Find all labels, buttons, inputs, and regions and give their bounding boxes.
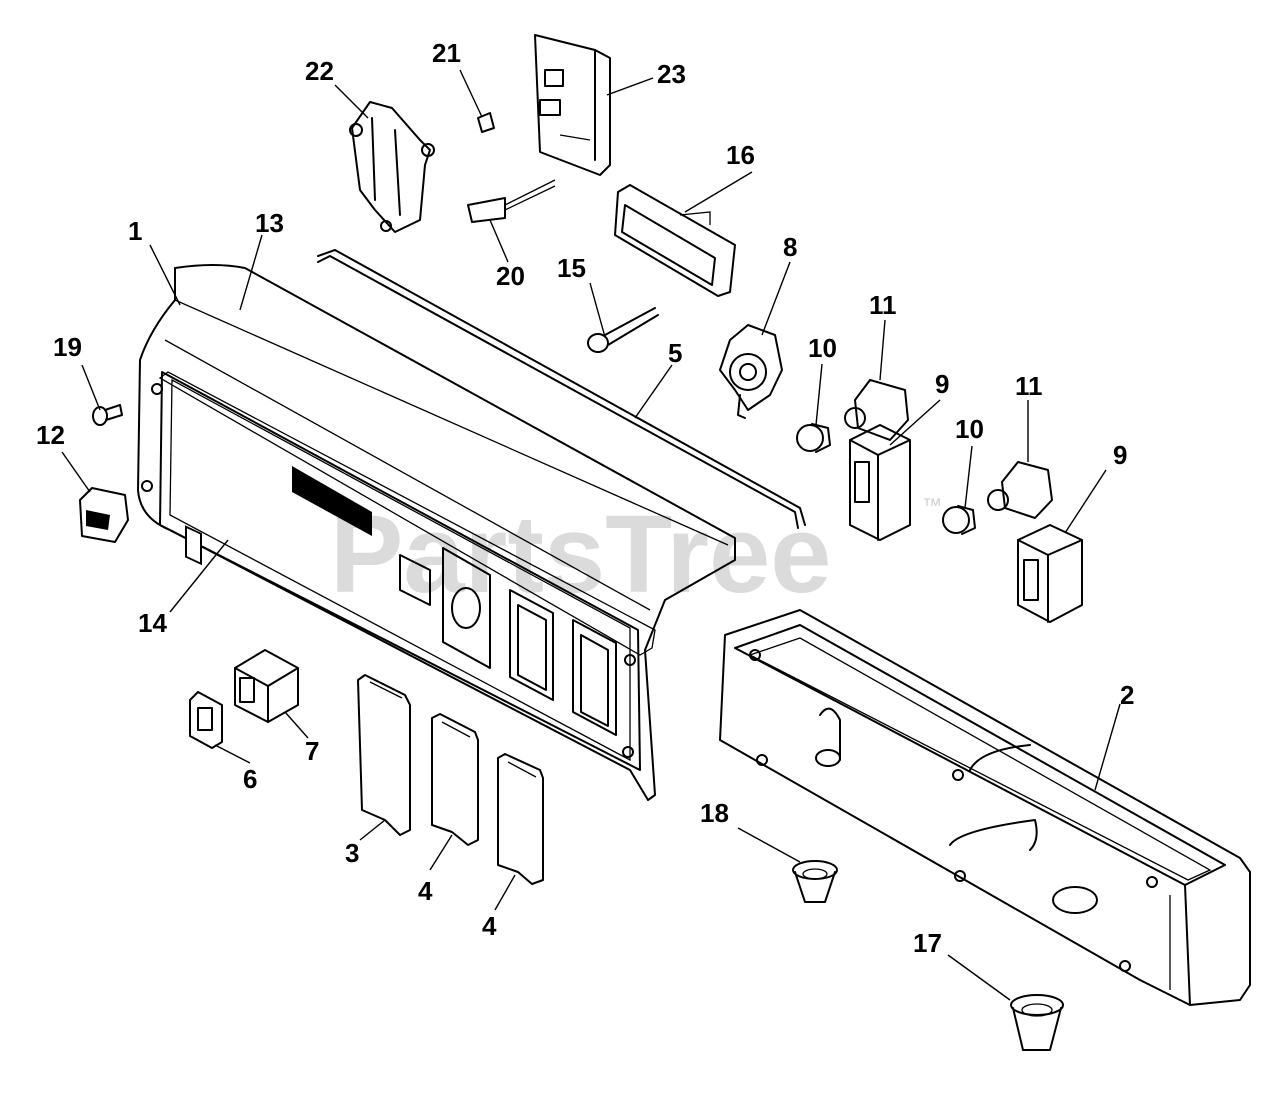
circuit-board-part-23[interactable] xyxy=(534,34,611,176)
rocker-switch-part-12[interactable] xyxy=(79,487,129,543)
breaker-part-11b[interactable] xyxy=(987,461,1053,519)
callout-3: 3 xyxy=(345,838,359,868)
outlet-part-8[interactable] xyxy=(719,324,783,419)
bracket-part-22[interactable] xyxy=(349,101,435,233)
callout-21: 21 xyxy=(432,38,461,68)
callout-22: 22 xyxy=(305,56,334,86)
plug-part-15[interactable] xyxy=(587,307,659,353)
callout-7: 7 xyxy=(305,736,319,766)
callout-19: 19 xyxy=(53,332,82,362)
switch-part-6[interactable] xyxy=(189,691,223,749)
callout-6: 6 xyxy=(243,764,257,794)
callout-2: 2 xyxy=(1120,680,1134,710)
callout-11b: 11 xyxy=(1015,371,1043,401)
callout-9b: 9 xyxy=(1113,440,1127,470)
callout-4a: 4 xyxy=(418,876,433,906)
callout-9a: 9 xyxy=(935,369,949,399)
callout-8: 8 xyxy=(783,232,797,262)
foot-part-17[interactable] xyxy=(1010,994,1064,1051)
foot-part-18[interactable] xyxy=(792,860,838,903)
pin-part-21[interactable] xyxy=(477,112,495,133)
callout-23: 23 xyxy=(657,59,686,89)
knob-part-10b[interactable] xyxy=(942,505,976,535)
callout-11a: 11 xyxy=(869,290,897,320)
callout-15: 15 xyxy=(557,253,586,283)
cover-part-4a[interactable] xyxy=(431,713,479,846)
gfci-outlet-part-9b[interactable] xyxy=(1017,524,1083,623)
callout-5: 5 xyxy=(668,338,682,368)
control-panel-part[interactable] xyxy=(137,264,736,801)
callout-10a: 10 xyxy=(808,333,837,363)
cover-part-3[interactable] xyxy=(357,674,411,836)
watermark-trademark: ™ xyxy=(922,495,942,517)
watermark-text: PartsTree xyxy=(330,493,831,616)
leader-lines xyxy=(61,69,1121,1001)
callout-16: 16 xyxy=(726,140,755,170)
connector-part-20[interactable] xyxy=(467,179,556,223)
callout-20: 20 xyxy=(496,261,525,291)
callout-14: 14 xyxy=(138,608,167,638)
callout-13: 13 xyxy=(255,208,284,238)
callout-labels: 1 2 3 4 4 5 6 7 8 9 9 10 10 11 11 12 13 … xyxy=(36,38,1134,958)
housing-base-part[interactable] xyxy=(719,609,1251,1006)
breaker-part-11a[interactable] xyxy=(844,379,909,441)
screw-part-19[interactable] xyxy=(92,404,123,426)
gfci-outlet-part-9a[interactable] xyxy=(849,424,911,541)
cover-part-4b[interactable] xyxy=(497,753,544,885)
switch-part-7[interactable] xyxy=(234,649,299,723)
rod-part[interactable] xyxy=(317,249,806,529)
callout-10b: 10 xyxy=(955,414,984,444)
callout-18: 18 xyxy=(700,798,729,828)
callout-17: 17 xyxy=(913,928,942,958)
callout-12: 12 xyxy=(36,420,65,450)
callout-1: 1 xyxy=(128,216,142,246)
display-module-part-16[interactable] xyxy=(614,184,736,297)
callout-4b: 4 xyxy=(482,911,497,941)
knob-part-10a[interactable] xyxy=(796,423,831,453)
